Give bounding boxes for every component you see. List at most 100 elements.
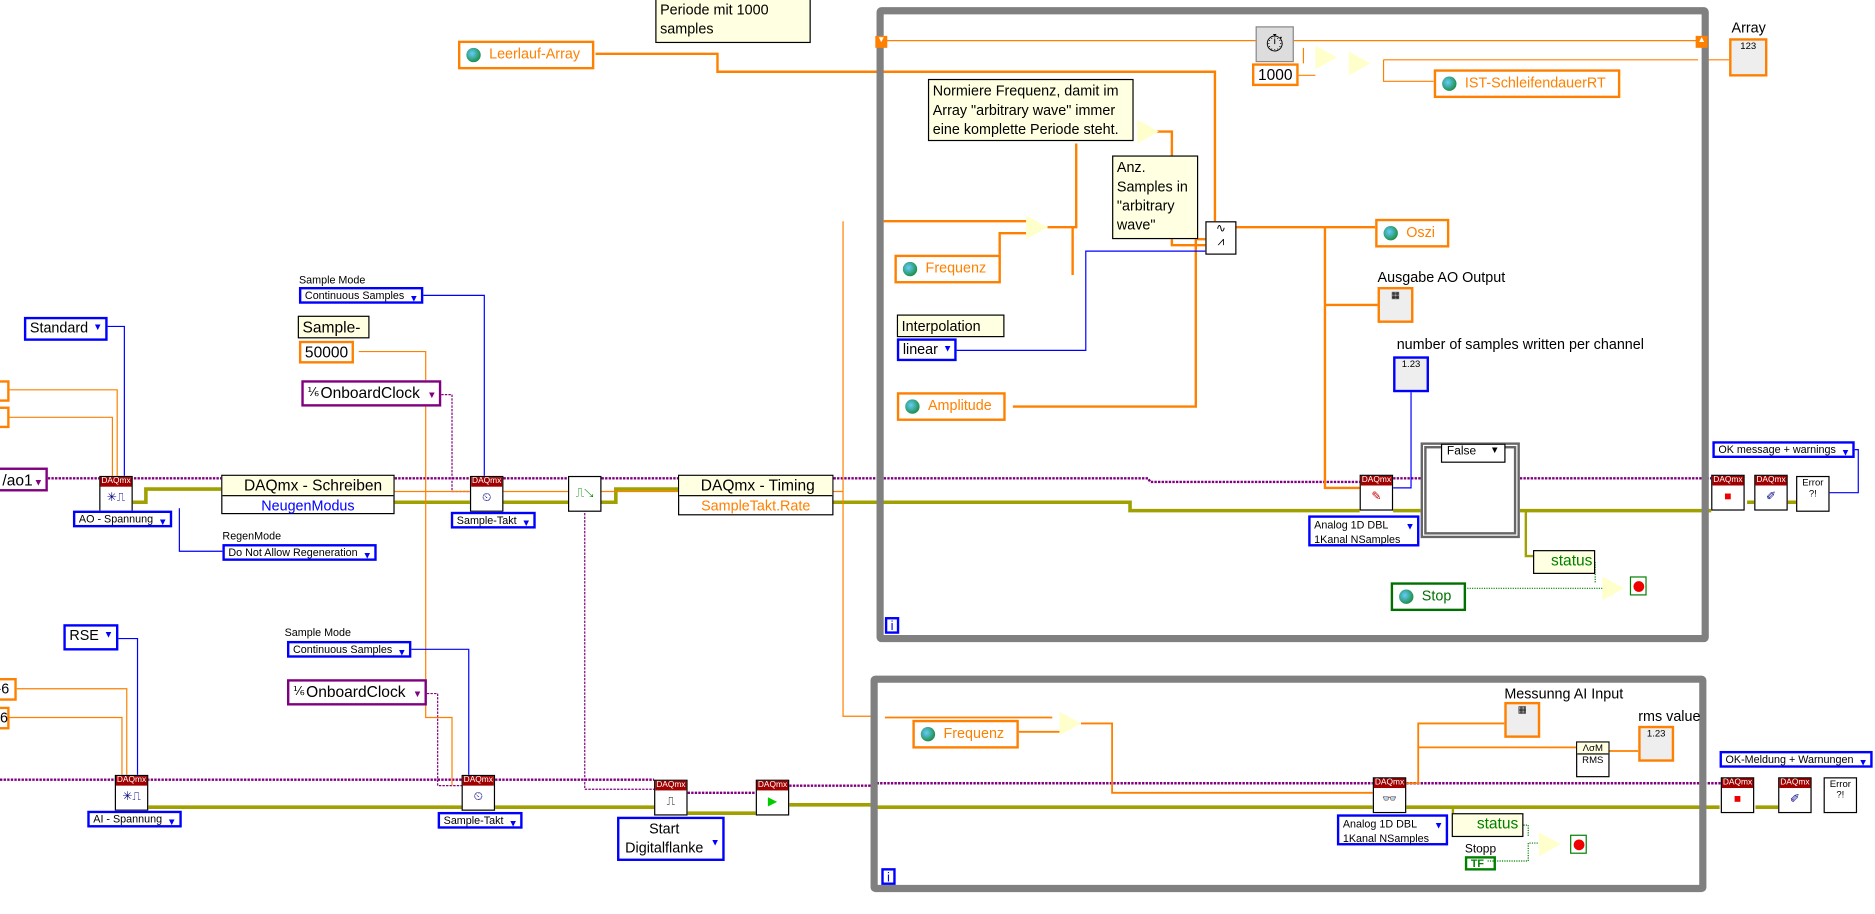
daqmx-trigger[interactable]: DAQmx⎍ (654, 779, 688, 816)
channel-constant[interactable]: /ao1▼ (0, 467, 48, 492)
terminal-config-enum[interactable]: Standard▼ (23, 316, 108, 341)
status-unbundle[interactable]: status (1533, 550, 1596, 574)
array-indicator[interactable]: 123 (1729, 38, 1768, 77)
variable-name: IST-SchleifendauerRT (1464, 74, 1606, 91)
tick-count-timer-icon[interactable]: ⏱ (1255, 26, 1294, 63)
task-wire-trigger (584, 502, 655, 790)
or-node-ai[interactable] (1538, 832, 1561, 857)
rms-indicator[interactable]: 1.23 (1638, 725, 1675, 762)
arbitrary-wave-icon[interactable]: ∿⩘ (1205, 221, 1237, 255)
numeric-constant-max[interactable]: 6 (0, 706, 10, 730)
sample-mode-label-ai: Sample Mode (284, 626, 352, 639)
daqmx-create-channel-ao[interactable]: DAQmx✳⎍ (99, 475, 133, 512)
iteration-terminal: i (884, 617, 900, 634)
numeric-constant-left-1[interactable]: 5 (0, 380, 10, 402)
daqmx-badge: DAQmx (115, 776, 148, 786)
case-selector[interactable]: False▼ (1440, 443, 1506, 463)
error-handler-ai[interactable]: Error?! (1823, 777, 1858, 814)
while-loop-ai[interactable] (870, 675, 1707, 893)
error-handler-ao[interactable]: Error?! (1796, 475, 1830, 512)
daqmx-badge: DAQmx (756, 780, 789, 791)
io-icon: ⅙ (307, 386, 319, 400)
daqmx-clear-task-ao[interactable]: DAQmx✐ (1754, 474, 1788, 511)
daqmx-write-node[interactable]: DAQmx✎ (1359, 474, 1394, 511)
subtract-node[interactable] (1315, 45, 1337, 70)
task-wire-ai (0, 778, 1722, 795)
daqmx-start-task[interactable]: DAQmx▶ (755, 779, 790, 816)
daqmx-stop-task-ai[interactable]: DAQmx■ (1720, 777, 1755, 814)
error-wire-ai (148, 802, 1779, 815)
constant-1000[interactable]: 1000 (1252, 63, 1299, 87)
sample-mode-enum[interactable]: Continuous Samples▼ (298, 286, 424, 304)
ai-type-selector[interactable]: AI - Spannung▼ (87, 810, 182, 828)
export-signal-icon: ⎍↘ (575, 486, 594, 500)
leerlauf-array-variable[interactable]: Leerlauf-Array (457, 40, 595, 70)
export-signal-node[interactable]: ⎍↘ (568, 475, 602, 512)
messung-graph-indicator[interactable]: ▦ (1504, 701, 1541, 738)
daqmx-read-node[interactable]: DAQmx👓 (1372, 777, 1407, 814)
shift-register-left: ▼ (875, 35, 888, 48)
variable-name: Oszi (1406, 223, 1435, 241)
property-item: NeugenModus (261, 497, 355, 515)
stop-variable[interactable]: Stop (1390, 582, 1466, 612)
enum-value: Standard (29, 319, 89, 337)
oszi-variable[interactable]: Oszi (1375, 218, 1450, 248)
frequenz-variable-ai[interactable]: Frequenz (912, 719, 1019, 749)
numeric-constant-min[interactable]: -6 (0, 678, 17, 701)
while-loop-ao[interactable] (876, 7, 1709, 643)
stopp-boolean-constant[interactable]: TF (1464, 856, 1496, 871)
sample-mode-enum-ai[interactable]: Continuous Samples▼ (286, 640, 412, 658)
interpolation-enum[interactable]: linear▼ (896, 338, 958, 362)
reciprocal-node[interactable] (1137, 119, 1159, 144)
ausgabe-graph-indicator[interactable]: ▦ (1377, 286, 1414, 323)
daqmx-stop-task-ao[interactable]: DAQmx■ (1711, 474, 1745, 511)
terminal-config-enum-ai[interactable]: RSE▼ (63, 624, 119, 651)
error-mode-enum-ao[interactable]: OK message + warnings▼ (1712, 441, 1856, 458)
daqmx-timing-ai[interactable]: DAQmx ⏲ (461, 774, 496, 811)
samples-written-indicator[interactable]: 1.23 (1393, 356, 1429, 393)
daqmx-badge: DAQmx (462, 776, 494, 786)
error-mode-enum-ai[interactable]: OK-Meldung + Warnungen▼ (1719, 750, 1873, 768)
rate-constant[interactable]: 50000 (298, 340, 355, 364)
shared-variable-icon (1399, 589, 1414, 604)
frequenz-variable-ao[interactable]: Frequenz (894, 254, 1001, 284)
loop-stop-terminal-ai[interactable] (1570, 834, 1587, 854)
regen-mode-enum[interactable]: Do Not Allow Regeneration▼ (222, 544, 377, 561)
clock-icon: ⏲ (473, 790, 483, 804)
loop-stop-terminal[interactable] (1629, 576, 1647, 596)
divide-node-ai[interactable] (1059, 711, 1082, 736)
chevron-down-icon: ▼ (427, 389, 437, 401)
or-node[interactable] (1602, 576, 1624, 601)
numeric-constant-left-2[interactable] (0, 406, 10, 429)
constant-value: 6 (0, 709, 8, 726)
timing-type-selector-ao[interactable]: Sample-Takt▼ (450, 511, 536, 529)
ausgabe-label: Ausgabe AO Output (1377, 269, 1506, 286)
chevron-down-icon: ▼ (710, 837, 720, 848)
daqmx-badge: DAQmx (1779, 778, 1811, 789)
messung-label: Messunng AI Input (1504, 685, 1624, 702)
ist-schleifendauer-variable[interactable]: IST-SchleifendauerRT (1433, 69, 1621, 99)
divide-node[interactable] (1025, 215, 1048, 240)
status-unbundle-ai[interactable]: status (1451, 813, 1524, 838)
daqmx-create-channel-ai[interactable]: DAQmx ✳⎍ (114, 774, 149, 811)
timing-type-selector-ai[interactable]: Sample-Takt▼ (437, 811, 523, 829)
multiply-node[interactable] (1348, 51, 1371, 76)
array-label: Array (1731, 19, 1766, 36)
ao-type-selector[interactable]: AO - Spannung▼ (72, 510, 173, 528)
create-channel-icon: ✳⎍ (122, 790, 141, 804)
enum-value: Sample-Takt (456, 514, 517, 527)
daqmx-timing-ao[interactable]: DAQmx⏲ (469, 475, 504, 512)
daqmx-clear-task-ai[interactable]: DAQmx ✐ (1778, 777, 1812, 814)
amplitude-variable[interactable]: Amplitude (896, 392, 1007, 421)
clear-task-icon: ✐ (1789, 792, 1800, 806)
error-bubble-icon: ?! (1836, 789, 1845, 800)
interpolation-label: Interpolation (896, 314, 1005, 338)
